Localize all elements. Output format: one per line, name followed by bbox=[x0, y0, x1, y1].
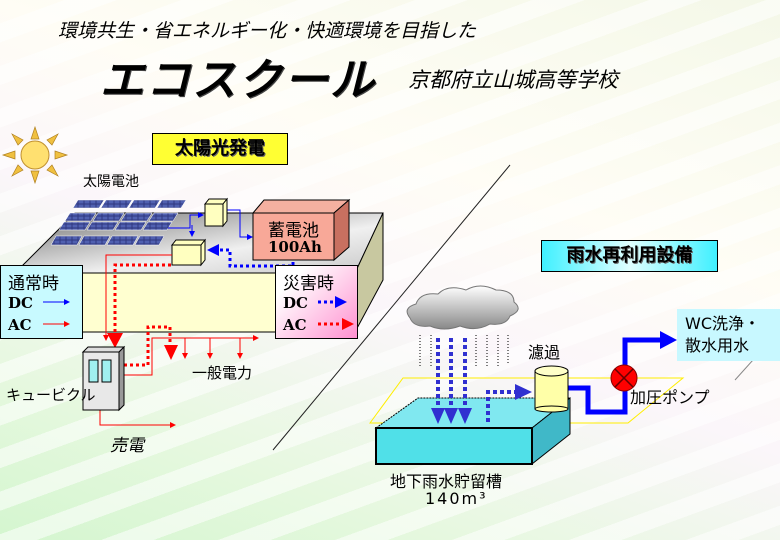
converter-boxes bbox=[170, 197, 229, 267]
sale-label: 売電 bbox=[110, 436, 144, 456]
filter-cylinder bbox=[534, 365, 569, 413]
legend-disaster-title: 災害時 bbox=[283, 274, 334, 294]
panel-label: 太陽電池 bbox=[83, 174, 139, 190]
water-use-box: WC洗浄・ 散水用水 bbox=[677, 309, 780, 361]
legend-normal-ac: AC bbox=[8, 316, 32, 334]
subtitle: 環境共生・省エネルギー化・快適環境を目指した bbox=[58, 20, 477, 42]
tank-label: 地下雨水貯留槽 bbox=[390, 472, 503, 491]
solar-heading-label: 太陽光発電 bbox=[175, 138, 265, 159]
water-use-line2: 散水用水 bbox=[685, 336, 750, 355]
sun-icon bbox=[1, 125, 69, 185]
battery-label: 蓄電池 bbox=[268, 221, 319, 241]
battery-capacity: 100Ah bbox=[268, 238, 322, 256]
pump-label: 加圧ポンプ bbox=[630, 388, 710, 407]
solar-panels bbox=[50, 199, 187, 246]
cubicle-label: キュービクル bbox=[6, 386, 96, 404]
rain-tank bbox=[374, 396, 572, 466]
filter-label: 濾過 bbox=[528, 343, 561, 362]
legend-normal: 通常時 DC AC bbox=[0, 265, 83, 339]
cloud-icon bbox=[406, 285, 519, 330]
legend-normal-dc: DC bbox=[8, 294, 33, 312]
rain-heading-label: 雨水再利用設備 bbox=[566, 245, 693, 266]
rain-heading: 雨水再利用設備 bbox=[541, 240, 718, 272]
divider-line bbox=[272, 164, 511, 451]
solar-heading: 太陽光発電 bbox=[152, 133, 288, 165]
legend-disaster-ac: AC bbox=[283, 316, 307, 334]
pump-icon bbox=[610, 364, 638, 392]
legend-disaster: 災害時 DC AC bbox=[275, 265, 358, 339]
tank-capacity: 140m³ bbox=[425, 489, 488, 508]
page-title: エコスクール bbox=[100, 55, 376, 106]
legend-normal-title: 通常時 bbox=[8, 274, 59, 294]
school-name: 京都府立山城高等学校 bbox=[408, 68, 618, 92]
water-use-line1: WC洗浄・ bbox=[685, 314, 760, 333]
cubicle bbox=[81, 345, 126, 412]
battery-box bbox=[251, 198, 351, 262]
legend-disaster-dc: DC bbox=[283, 294, 308, 312]
water-pipe bbox=[568, 337, 662, 415]
general-power-label: 一般電力 bbox=[192, 364, 253, 382]
